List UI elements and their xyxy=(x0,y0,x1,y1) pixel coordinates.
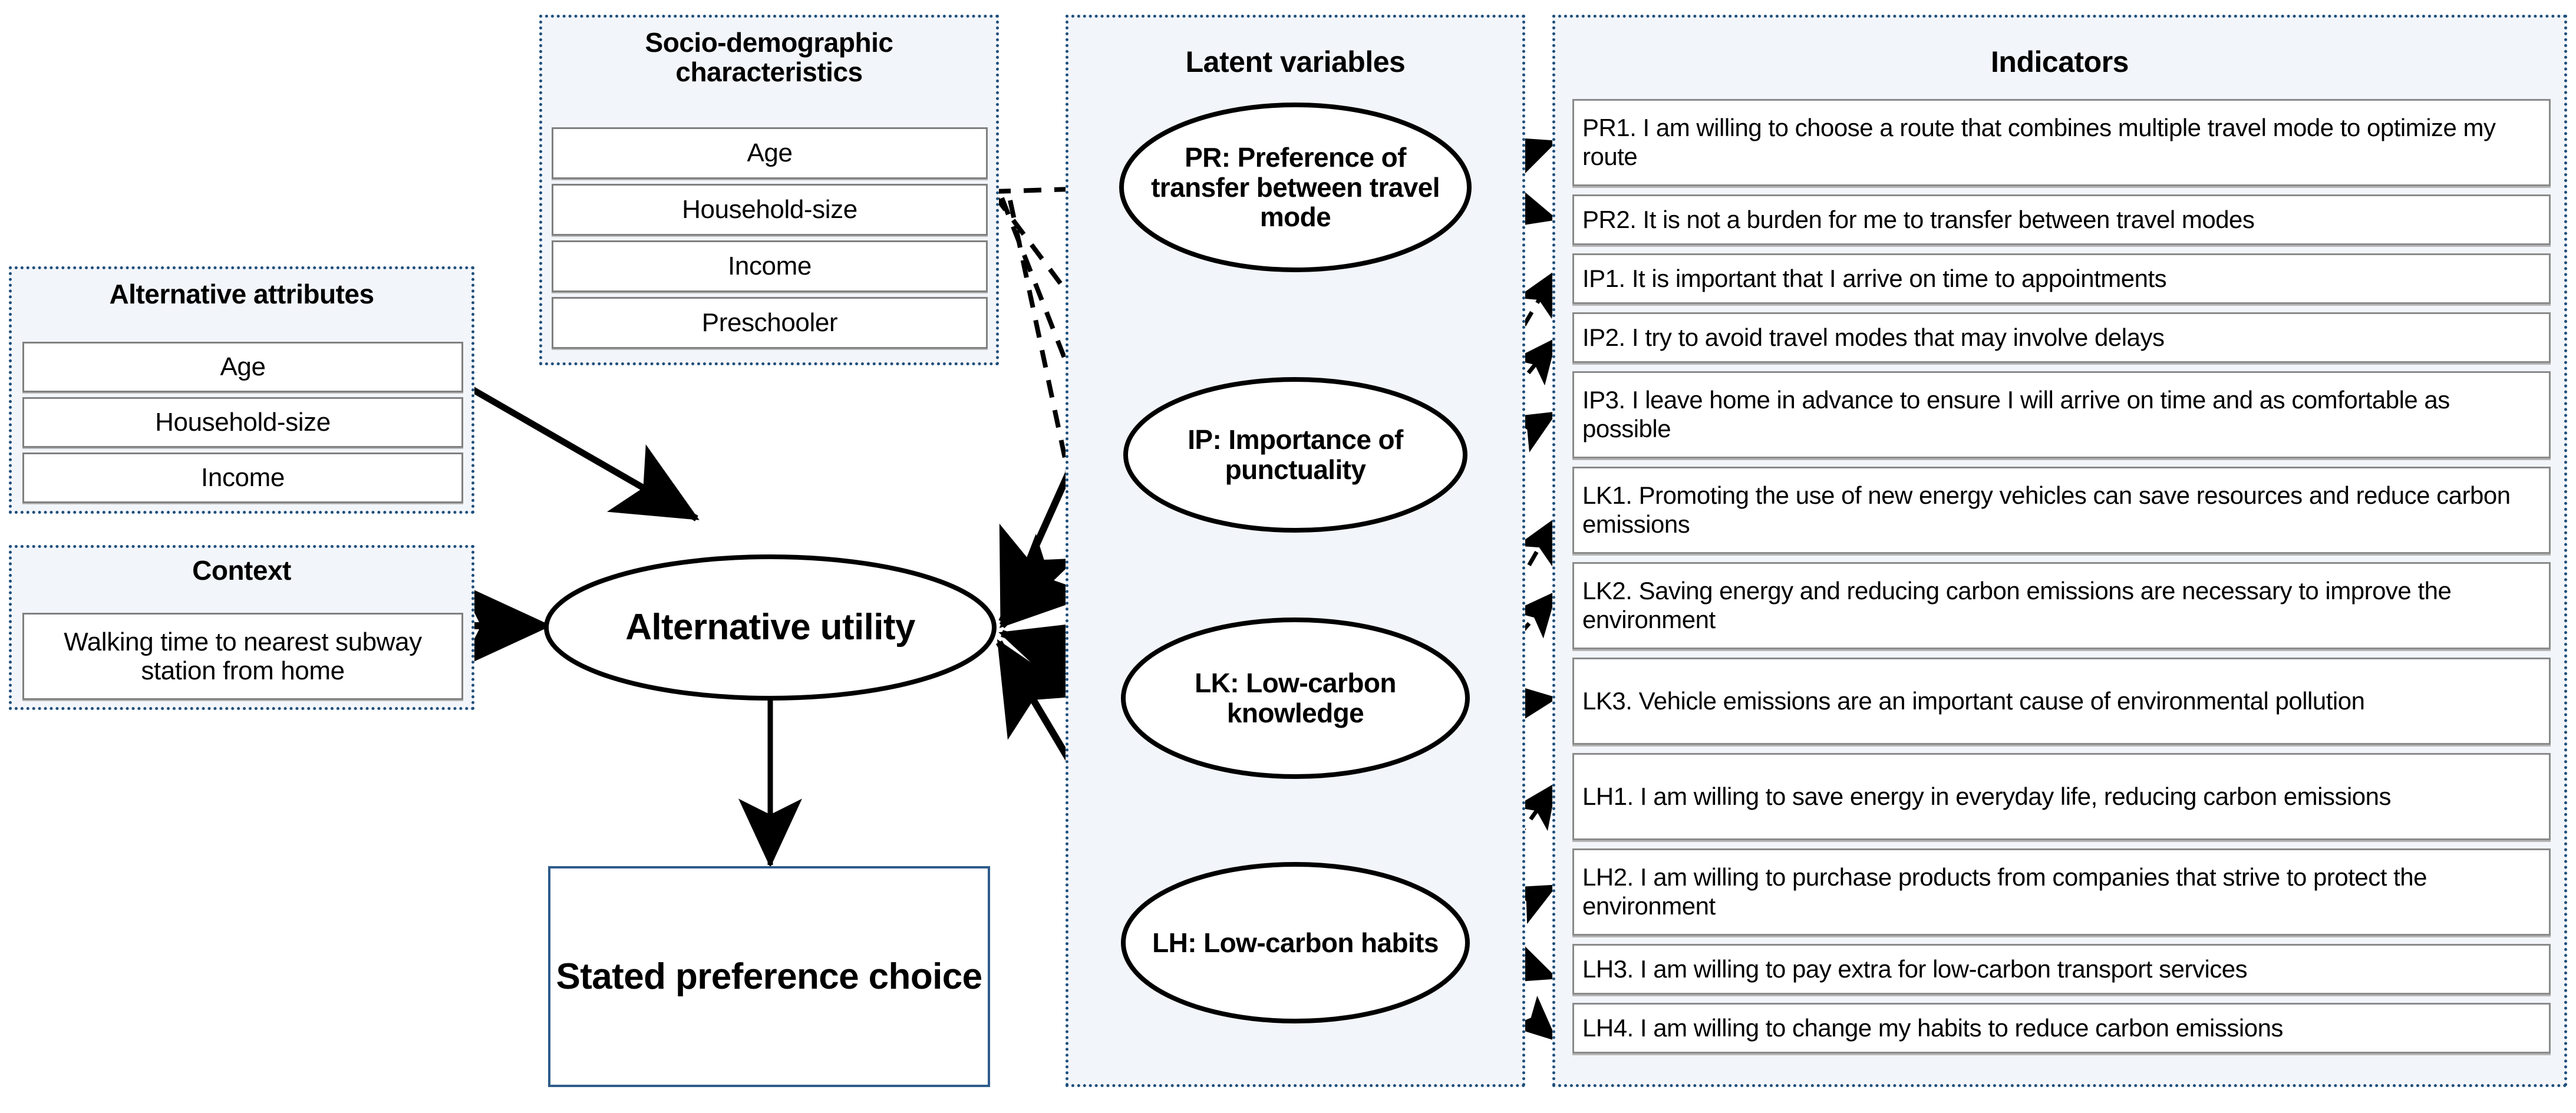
indicator-LH3: LH3. I am willing to pay extra for low-c… xyxy=(1572,944,2551,995)
indicator-LK3: LK3. Vehicle emissions are an important … xyxy=(1572,658,2551,745)
indicator-IP1: IP1. It is important that I arrive on ti… xyxy=(1572,253,2551,304)
edge-PR-to-PR1 xyxy=(1460,137,1558,179)
panel-title-latent-variables: Latent variables xyxy=(1185,45,1406,78)
panel-title-alternative-attributes: Alternative attributes xyxy=(109,279,374,309)
indicator-LH4: LH4. I am willing to change my habits to… xyxy=(1572,1003,2551,1053)
panel-title-indicators: Indicators xyxy=(1991,45,2129,78)
indicator-PR1: PR1. I am willing to choose a route that… xyxy=(1572,99,2551,186)
panel-title-context: Context xyxy=(192,555,291,586)
edge-attributes-to-utility xyxy=(470,386,700,521)
label-LK: LK: Low-carbon knowledge xyxy=(1195,668,1396,728)
indicator-IP2: IP2. I try to avoid travel modes that ma… xyxy=(1572,312,2551,363)
indicator-LK1: LK1. Promoting the use of new energy veh… xyxy=(1572,467,2551,554)
attr-box-socio-household-size: Household-size xyxy=(552,184,988,236)
indicator-IP3: IP3. I leave home in advance to ensure I… xyxy=(1572,371,2551,458)
label-PR: PR: Preference of transfer between trave… xyxy=(1151,142,1440,233)
label-IP: IP: Importance of punctuality xyxy=(1188,424,1403,485)
edge-LH-to-LH3 xyxy=(1459,940,1558,983)
attr-box-socio-age: Age xyxy=(552,127,988,179)
indicator-LH2: LH2. I am willing to purchase products f… xyxy=(1572,848,2551,936)
label-alternative-utility: Alternative utility xyxy=(625,606,915,648)
outcome-stated-preference-choice: Stated preference choice xyxy=(548,866,990,1087)
attr-box-alt-age: Age xyxy=(22,342,463,392)
attr-box-context-walking-time: Walking time to nearest subway station f… xyxy=(22,613,463,700)
attr-box-alt-household-size: Household-size xyxy=(22,397,463,448)
attr-box-socio-income: Income xyxy=(552,240,988,292)
attr-box-socio-preschooler: Preschooler xyxy=(552,297,988,349)
edge-IP-to-IP3 xyxy=(1466,410,1558,468)
panel-title-socio-demographic: Socio-demographic characteristics xyxy=(645,27,893,87)
label-LH: LH: Low-carbon habits xyxy=(1152,927,1439,958)
attr-box-alt-income: Income xyxy=(22,453,463,503)
indicator-LK2: LK2. Saving energy and reducing carbon e… xyxy=(1572,562,2551,649)
indicator-PR2: PR2. It is not a burden for me to transf… xyxy=(1572,194,2551,245)
indicator-LH1: LH1. I am willing to save energy in ever… xyxy=(1572,753,2551,840)
edge-LH-to-LH4 xyxy=(1453,948,1558,1042)
